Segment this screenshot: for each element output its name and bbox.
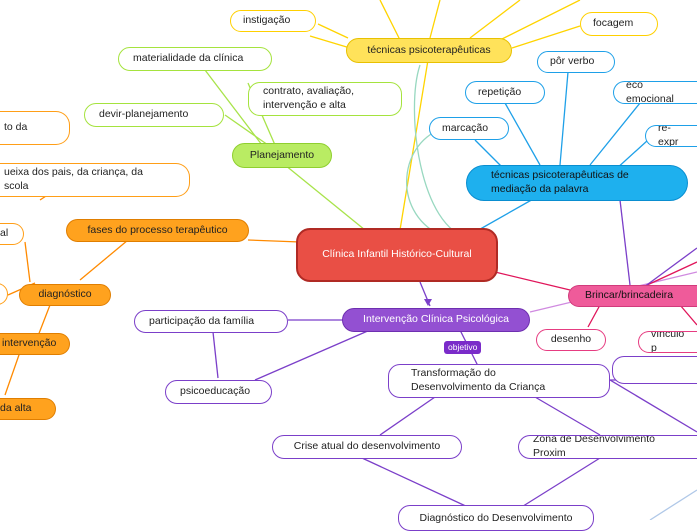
phases-topic-label: fases do processo terapêutico bbox=[87, 223, 228, 236]
phases-item-partial-1[interactable]: to da bbox=[0, 111, 70, 145]
item-label: desenho bbox=[550, 333, 592, 346]
techniques-topic[interactable]: técnicas psicoterapêuticas bbox=[346, 38, 512, 63]
intervention-item-psychoeducation[interactable]: psicoeducação bbox=[165, 380, 272, 404]
intervention-topic[interactable]: Intervenção Clínica Psicológica bbox=[342, 308, 530, 332]
word-mediation-item-verb[interactable]: pôr verbo bbox=[537, 51, 615, 73]
item-label: instigação bbox=[243, 14, 291, 27]
item-label: eco emocional bbox=[626, 81, 674, 104]
item-label: psicoeducação bbox=[180, 385, 251, 398]
word-mediation-item-marking[interactable]: marcação bbox=[429, 117, 509, 140]
item-label: vínculo p bbox=[651, 331, 685, 353]
item-label: diagnóstico bbox=[38, 288, 92, 301]
word-mediation-item-reexpression[interactable]: re-expr bbox=[645, 125, 697, 147]
planning-item-devir[interactable]: devir-planejamento bbox=[84, 103, 224, 127]
item-label: ueixa dos pais, da criança, da scola bbox=[4, 166, 143, 192]
intervention-crisis[interactable]: Crise atual do desenvolvimento bbox=[272, 435, 462, 459]
item-label: Diagnóstico do Desenvolvimento bbox=[419, 512, 573, 524]
phases-item-complaint[interactable]: ueixa dos pais, da criança, da scola bbox=[0, 163, 190, 197]
objective-tag: objetivo bbox=[444, 341, 482, 354]
word-mediation-item-repetition[interactable]: repetição bbox=[465, 81, 545, 104]
phases-item-discharge[interactable]: da alta bbox=[0, 398, 56, 420]
planning-item-contract[interactable]: contrato, avaliação, intervenção e alta bbox=[248, 82, 402, 116]
techniques-item-instigation[interactable]: instigação bbox=[230, 10, 316, 32]
item-label: materialidade da clínica bbox=[133, 52, 244, 65]
item-label: to da bbox=[4, 121, 28, 134]
item-label: repetição bbox=[478, 85, 522, 98]
word-mediation-topic-label: técnicas psicoterapêuticas de mediação d… bbox=[491, 169, 629, 195]
techniques-topic-label: técnicas psicoterapêuticas bbox=[367, 43, 491, 56]
techniques-item-focus[interactable]: focagem bbox=[580, 12, 658, 36]
item-label: focagem bbox=[593, 17, 634, 30]
play-item-drawing[interactable]: desenho bbox=[536, 329, 606, 351]
central-topic-label: Clínica Infantil Histórico-Cultural bbox=[322, 248, 472, 261]
item-label: al bbox=[0, 227, 9, 240]
intervention-partial-right[interactable] bbox=[612, 356, 697, 384]
intervention-zpd[interactable]: Zona de Desenvolvimento Proxim bbox=[518, 435, 697, 459]
intervention-diagnosis[interactable]: Diagnóstico do Desenvolvimento bbox=[398, 505, 594, 531]
word-mediation-topic[interactable]: técnicas psicoterapêuticas de mediação d… bbox=[466, 165, 688, 201]
intervention-transformation[interactable]: Transformação do Desenvolvimento da Cria… bbox=[388, 364, 610, 398]
item-label: re-expr bbox=[658, 125, 679, 147]
intervention-item-family[interactable]: participação da família bbox=[134, 310, 288, 333]
item-label: intervenção bbox=[2, 337, 57, 350]
planning-topic-label: Planejamento bbox=[249, 148, 315, 161]
intervention-topic-label: Intervenção Clínica Psicológica bbox=[363, 313, 509, 326]
phases-item-diagnosis[interactable]: diagnóstico bbox=[19, 284, 111, 306]
item-label: Zona de Desenvolvimento Proxim bbox=[533, 435, 655, 459]
item-label: pôr verbo bbox=[550, 55, 595, 68]
word-mediation-item-emotional-echo[interactable]: eco emocional bbox=[613, 81, 697, 104]
phases-topic[interactable]: fases do processo terapêutico bbox=[66, 219, 249, 242]
item-label: participação da família bbox=[149, 314, 255, 327]
item-label: Crise atual do desenvolvimento bbox=[293, 440, 441, 453]
phases-item-partial-2[interactable]: al bbox=[0, 223, 24, 245]
play-item-bond[interactable]: vínculo p bbox=[638, 331, 697, 353]
play-topic-label: Brincar/brincadeira bbox=[585, 289, 674, 302]
item-label: Transformação do Desenvolvimento da Cria… bbox=[411, 367, 546, 393]
planning-item-materiality[interactable]: materialidade da clínica bbox=[118, 47, 272, 71]
phases-item-intervention[interactable]: intervenção bbox=[0, 333, 70, 355]
item-label: marcação bbox=[442, 121, 489, 134]
item-label: contrato, avaliação, intervenção e alta bbox=[263, 85, 355, 111]
play-topic[interactable]: Brincar/brincadeira bbox=[568, 285, 697, 307]
central-topic[interactable]: Clínica Infantil Histórico-Cultural bbox=[296, 228, 498, 282]
item-label: devir-planejamento bbox=[99, 108, 189, 121]
planning-topic[interactable]: Planejamento bbox=[232, 143, 332, 168]
item-label: da alta bbox=[0, 402, 32, 415]
